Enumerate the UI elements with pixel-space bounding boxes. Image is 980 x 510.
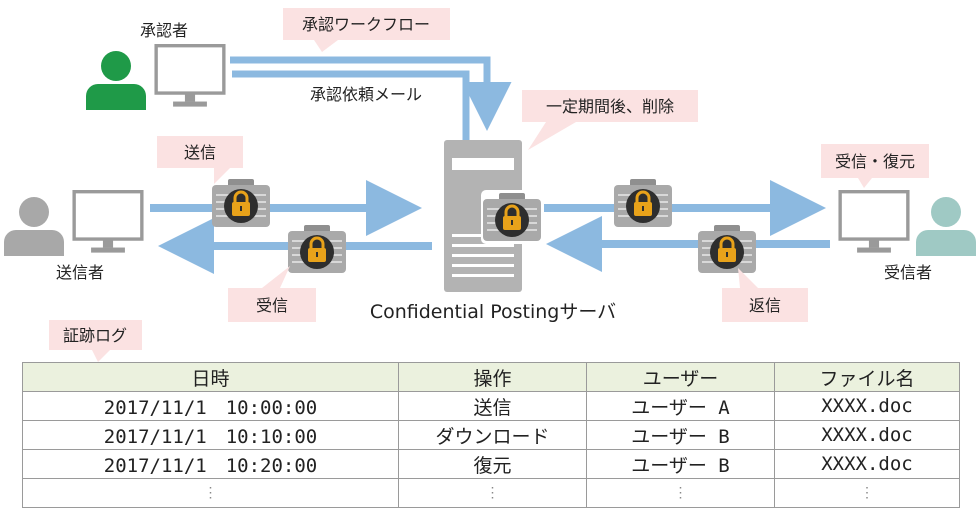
cell-ellipsis: ⋮ xyxy=(586,478,775,508)
cell-datetime: 2017/11/1 10:10:00 xyxy=(22,420,399,450)
cell-datetime: 2017/11/1 10:20:00 xyxy=(22,449,399,479)
send-lock-icon xyxy=(212,178,270,228)
recipient-person-icon xyxy=(916,197,976,256)
receive-restore-callout: 受信・復元 xyxy=(821,144,929,188)
request-mail-label: 承認依頼メール xyxy=(310,85,422,104)
approver-person-icon xyxy=(86,51,146,110)
recipient-monitor-icon xyxy=(838,190,910,255)
receive-callout: 受信 xyxy=(228,266,316,322)
cell-ellipsis: ⋮ xyxy=(774,478,960,508)
table-row: 2017/11/1 10:20:00 復元 ユーザー B XXXX.doc xyxy=(22,449,960,479)
server-lock-icon xyxy=(481,190,543,244)
cell-filename: XXXX.doc xyxy=(774,391,960,421)
cell-ellipsis: ⋮ xyxy=(398,478,587,508)
send-callout: 送信 xyxy=(157,136,243,184)
receive-lock-icon xyxy=(288,224,346,274)
cell-user: ユーザー B xyxy=(586,449,775,479)
receive-label: 受信 xyxy=(256,296,288,315)
table-header-row: 日時 操作 ユーザー ファイル名 xyxy=(22,362,960,392)
col-datetime-header: 日時 xyxy=(22,362,399,392)
cell-operation: ダウンロード xyxy=(398,420,587,450)
server-label: Confidential Postingサーバ xyxy=(370,301,616,323)
send-label: 送信 xyxy=(184,143,216,162)
sender-label: 送信者 xyxy=(56,263,104,282)
approver-monitor-icon xyxy=(154,44,226,109)
workflow-arrow xyxy=(230,56,512,131)
cell-filename: XXXX.doc xyxy=(774,449,960,479)
table-row: 2017/11/1 10:00:00 送信 ユーザー A XXXX.doc xyxy=(22,391,960,421)
workflow-label: 承認ワークフロー xyxy=(302,15,430,34)
cell-filename: XXXX.doc xyxy=(774,420,960,450)
request-mail-arrow xyxy=(232,70,470,140)
sender-monitor-icon xyxy=(72,190,144,255)
reply-lock-icon xyxy=(698,224,756,274)
col-filename-header: ファイル名 xyxy=(774,362,960,392)
auto-delete-callout: 一定期間後、削除 xyxy=(522,90,698,150)
recipient-label: 受信者 xyxy=(884,263,932,282)
cell-operation: 送信 xyxy=(398,391,587,421)
cell-ellipsis: ⋮ xyxy=(22,478,399,508)
audit-log-table: 日時 操作 ユーザー ファイル名 2017/11/1 10:00:00 送信 ユ… xyxy=(22,362,960,508)
audit-log-label: 証跡ログ xyxy=(63,326,127,345)
table-row: ⋮ ⋮ ⋮ ⋮ xyxy=(22,478,960,508)
cell-operation: 復元 xyxy=(398,449,587,479)
cell-user: ユーザー A xyxy=(586,391,775,421)
sender-person-icon xyxy=(4,197,64,256)
reply-label: 返信 xyxy=(749,296,781,315)
auto-delete-label: 一定期間後、削除 xyxy=(546,97,674,116)
table-row: 2017/11/1 10:10:00 ダウンロード ユーザー B XXXX.do… xyxy=(22,420,960,450)
receive-restore-label: 受信・復元 xyxy=(835,152,915,171)
workflow-callout: 承認ワークフロー xyxy=(283,8,450,52)
audit-log-callout: 証跡ログ xyxy=(49,320,142,362)
col-user-header: ユーザー xyxy=(586,362,775,392)
cell-user: ユーザー B xyxy=(586,420,775,450)
col-operation-header: 操作 xyxy=(398,362,587,392)
download-lock-icon xyxy=(614,178,672,228)
cell-datetime: 2017/11/1 10:00:00 xyxy=(22,391,399,421)
reply-callout: 返信 xyxy=(722,268,808,322)
approver-label: 承認者 xyxy=(140,21,188,40)
